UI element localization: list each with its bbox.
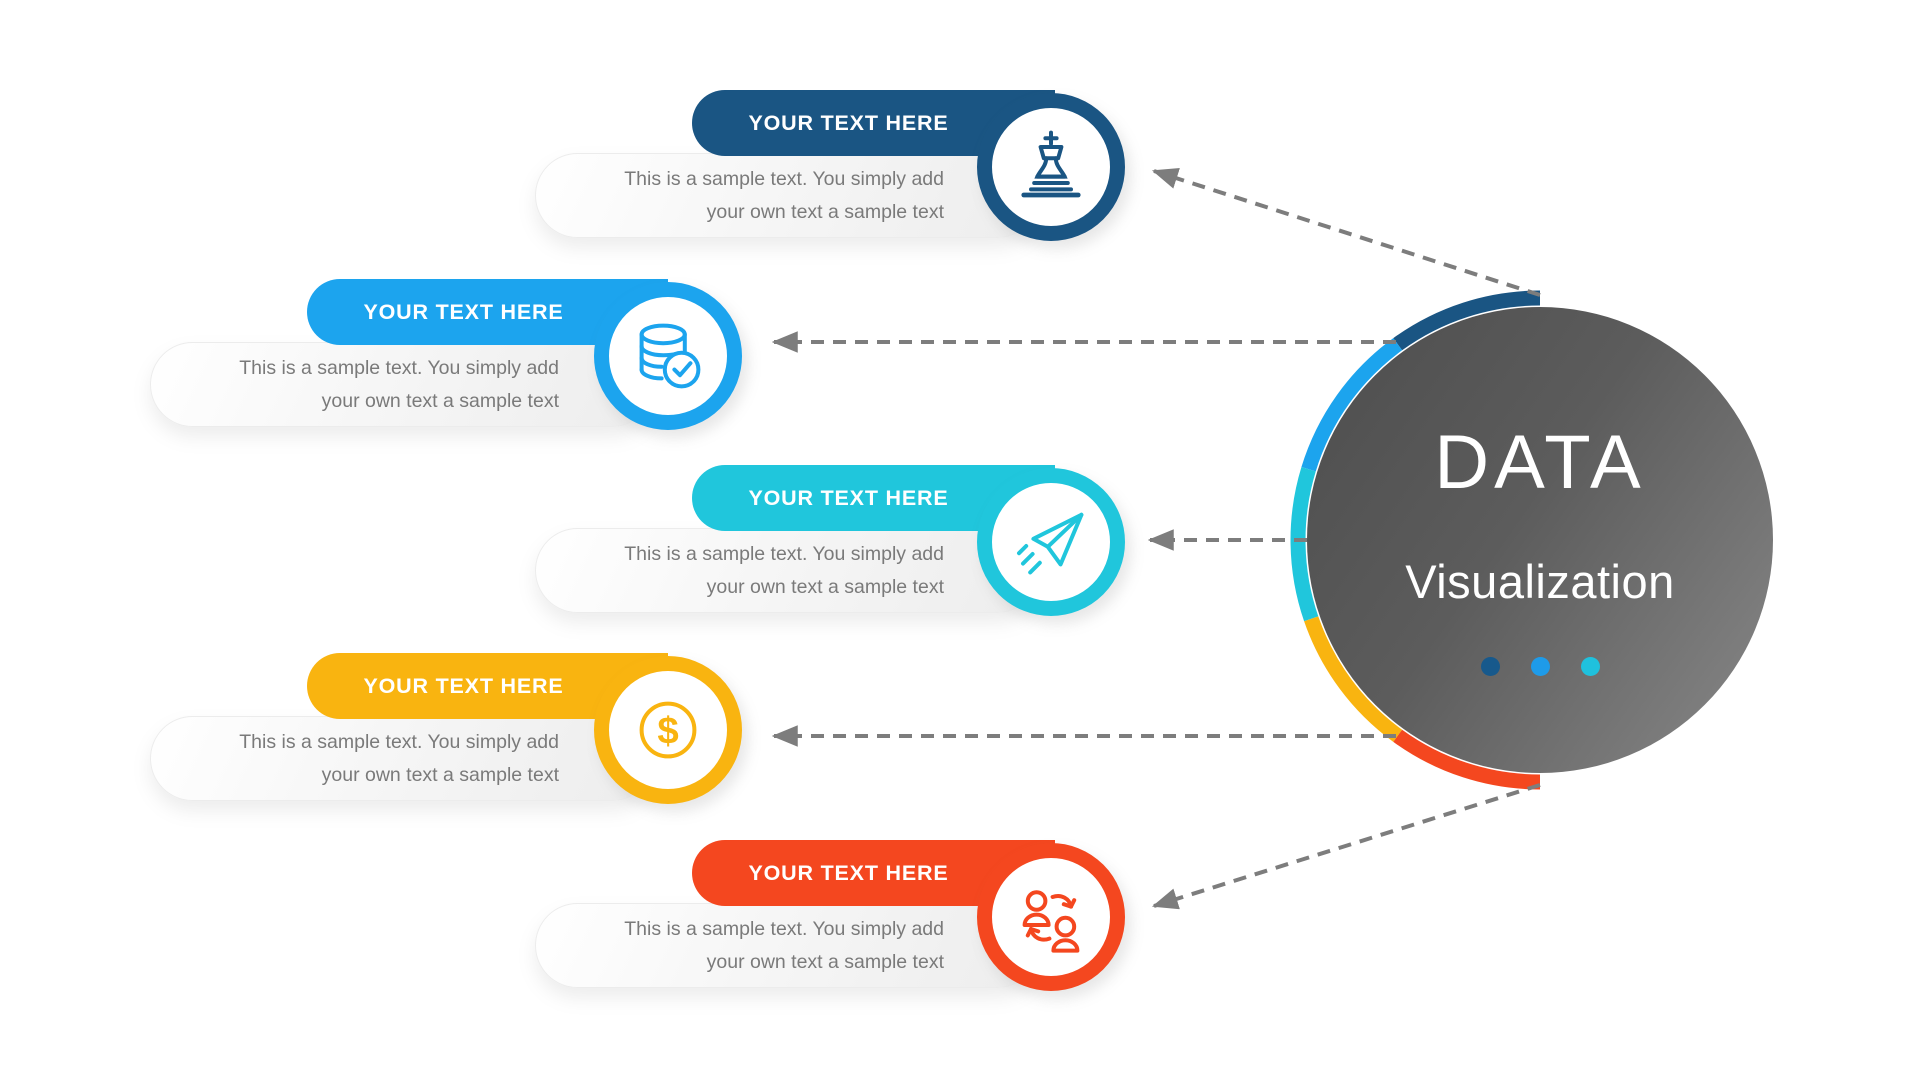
description-line: This is a sample text. You simply add [624,167,944,190]
card-2-description: This is a sample text. You simply add yo… [150,342,655,427]
card-4-title: YOUR TEXT HERE [363,673,564,698]
card-5-title: YOUR TEXT HERE [748,860,949,885]
cyan-dot [1580,657,1600,676]
dollar-coin-icon: $ [639,701,697,759]
description-line: your own text a sample text [321,763,559,786]
description-line: your own text a sample text [706,950,944,973]
hub-circle: DATA Visualization [1307,307,1773,773]
description-line: your own text a sample text [706,575,944,598]
arc-segment-navy [1393,290,1541,351]
people-exchange-icon [1022,890,1080,953]
card-1-title: YOUR TEXT HERE [748,110,949,135]
arc-segment-cyan [1290,467,1319,622]
description-line: This is a sample text. You simply add [624,917,944,940]
description-line: This is a sample text. You simply add [624,542,944,565]
hub-dots [1307,657,1773,676]
blue-dot [1530,657,1550,676]
arrow-to-row-1 [1151,167,1541,297]
card-5-description: This is a sample text. You simply add yo… [535,903,1040,988]
arc-segment-red [1393,729,1541,790]
database-check-icon [639,323,701,389]
card-4-icon-badge: $ [594,656,742,804]
card-3-description: This is a sample text. You simply add yo… [535,528,1040,613]
card-2-icon-badge [594,282,742,430]
arrow-to-row-5 [1151,783,1541,910]
description-line: your own text a sample text [706,200,944,223]
card-3-title: YOUR TEXT HERE [748,485,949,510]
card-3-icon-badge [977,468,1125,616]
chess-strategy-icon [1021,130,1081,198]
arc-segment-yellow [1304,616,1403,742]
svg-text:$: $ [657,710,678,753]
hub-arc-segments [1290,290,1541,790]
card-1-icon-badge [977,93,1125,241]
card-1-description: This is a sample text. You simply add yo… [535,153,1040,238]
description-line: This is a sample text. You simply add [239,356,559,379]
dashed-arrows [771,167,1541,910]
description-line: your own text a sample text [321,389,559,412]
hub-subtitle: Visualization [1405,555,1675,608]
paper-plane-icon [1017,512,1084,575]
card-5-icon-badge [977,843,1125,991]
arc-segment-blue [1301,338,1403,472]
card-4-description: This is a sample text. You simply add yo… [150,716,655,801]
card-2-title: YOUR TEXT HERE [363,299,564,324]
hub-title: DATA [1434,420,1646,505]
description-line: This is a sample text. You simply add [239,730,559,753]
navy-dot [1480,657,1500,676]
